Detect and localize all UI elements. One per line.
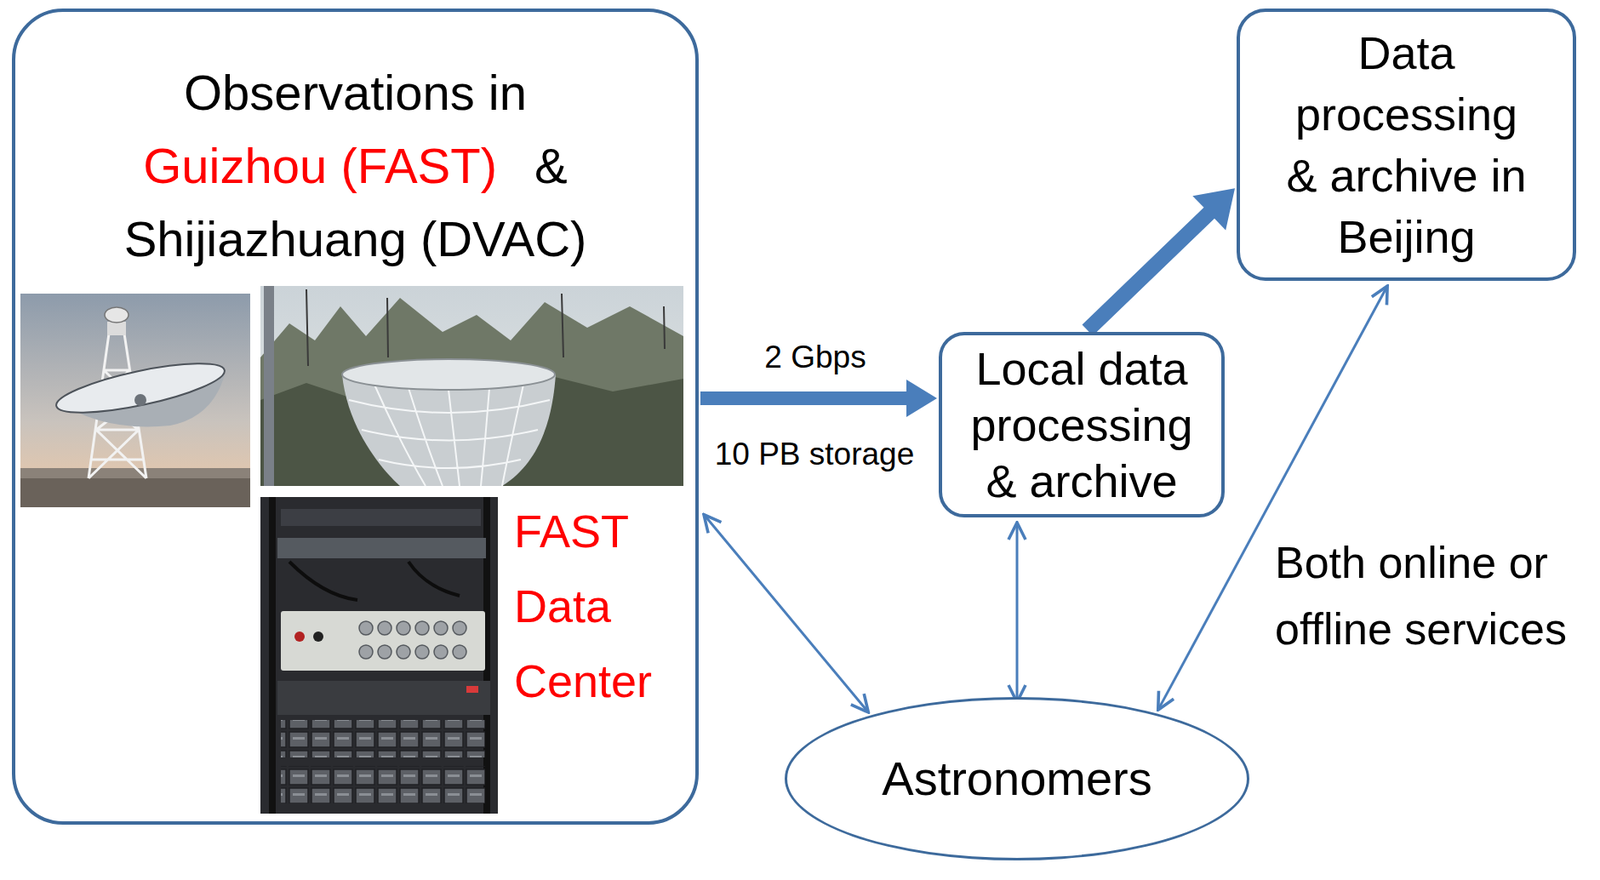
title-block: Observations inGuizhou (FAST)&Shijiazhua…	[15, 56, 696, 276]
switch	[280, 508, 481, 526]
title-text: Shijiazhuang (DVAC)	[124, 202, 588, 276]
dvac-photo	[20, 293, 251, 508]
caption-block: FAST Data Center	[514, 493, 685, 719]
user-ellipse: Astronomers	[784, 697, 1250, 861]
photo-part	[359, 645, 373, 659]
photo-part	[396, 621, 411, 635]
drive-bays	[280, 765, 486, 804]
service-connector	[1016, 522, 1019, 703]
storage-label: 10 PB storage	[714, 435, 915, 474]
scaffold	[263, 285, 275, 486]
rack-ground	[260, 497, 498, 814]
title-text: Guizhou (FAST)	[142, 129, 498, 203]
title-text: Observations in	[183, 56, 527, 130]
node-label: Data processing & archive in Beijing	[1278, 22, 1535, 268]
title-text: &	[534, 129, 568, 203]
photo-part	[434, 645, 448, 659]
sky	[20, 293, 251, 508]
photo-part	[377, 645, 392, 659]
photo-part	[396, 645, 411, 659]
photo-part	[415, 621, 429, 635]
photo-part	[359, 621, 373, 635]
dish-rim	[52, 353, 229, 423]
dish-grid	[348, 384, 550, 486]
service-connector	[703, 514, 869, 713]
tag	[466, 685, 479, 693]
mountains	[260, 297, 684, 486]
node-label: Local data processing & archive	[958, 340, 1206, 509]
photo-part	[452, 621, 467, 635]
photo-part	[377, 621, 392, 635]
site-panel: Observations inGuizhou (FAST)&Shijiazhua…	[11, 8, 699, 825]
photo-part	[434, 621, 448, 635]
tower-cabin	[107, 321, 126, 336]
hills	[260, 374, 684, 486]
server	[277, 680, 491, 715]
photo-part	[452, 645, 467, 659]
router	[277, 537, 486, 559]
white-device	[280, 611, 486, 671]
knob	[294, 631, 305, 642]
flow-arrow	[700, 379, 938, 418]
small-dish	[104, 307, 129, 323]
node-label: Astronomers	[881, 750, 1152, 807]
dish-bowl	[342, 374, 556, 486]
connectors	[359, 621, 467, 659]
title-line: Guizhou (FAST)&	[15, 129, 696, 203]
title-line: Shijiazhuang (DVAC)	[15, 202, 696, 276]
rail	[268, 497, 276, 814]
archive-box: Data processing & archive in Beijing	[1236, 8, 1577, 281]
towers	[306, 289, 665, 366]
dish-hub	[134, 394, 147, 406]
storage-label-text: 10 PB storage	[714, 435, 915, 474]
flow-arrow	[1082, 188, 1236, 336]
service-label-text: Both online or offline services	[1274, 529, 1590, 663]
buildings	[20, 468, 251, 480]
process-box: Local data processing & archive	[938, 331, 1225, 518]
bandwidth-label: 2 Gbps	[764, 338, 866, 377]
rack-photo	[260, 497, 498, 814]
title-line: Observations in	[15, 56, 696, 130]
caption-text: FAST Data Center	[514, 493, 685, 719]
cables	[289, 561, 460, 600]
sky	[260, 285, 684, 486]
ground	[20, 478, 251, 508]
knob	[313, 631, 324, 642]
dish-rim	[342, 359, 555, 390]
bandwidth-label-text: 2 Gbps	[764, 338, 866, 377]
fast-photo	[260, 285, 684, 486]
service-label: Both online or offline services	[1274, 529, 1590, 663]
photo-part	[415, 645, 429, 659]
drive-bays	[280, 720, 486, 758]
